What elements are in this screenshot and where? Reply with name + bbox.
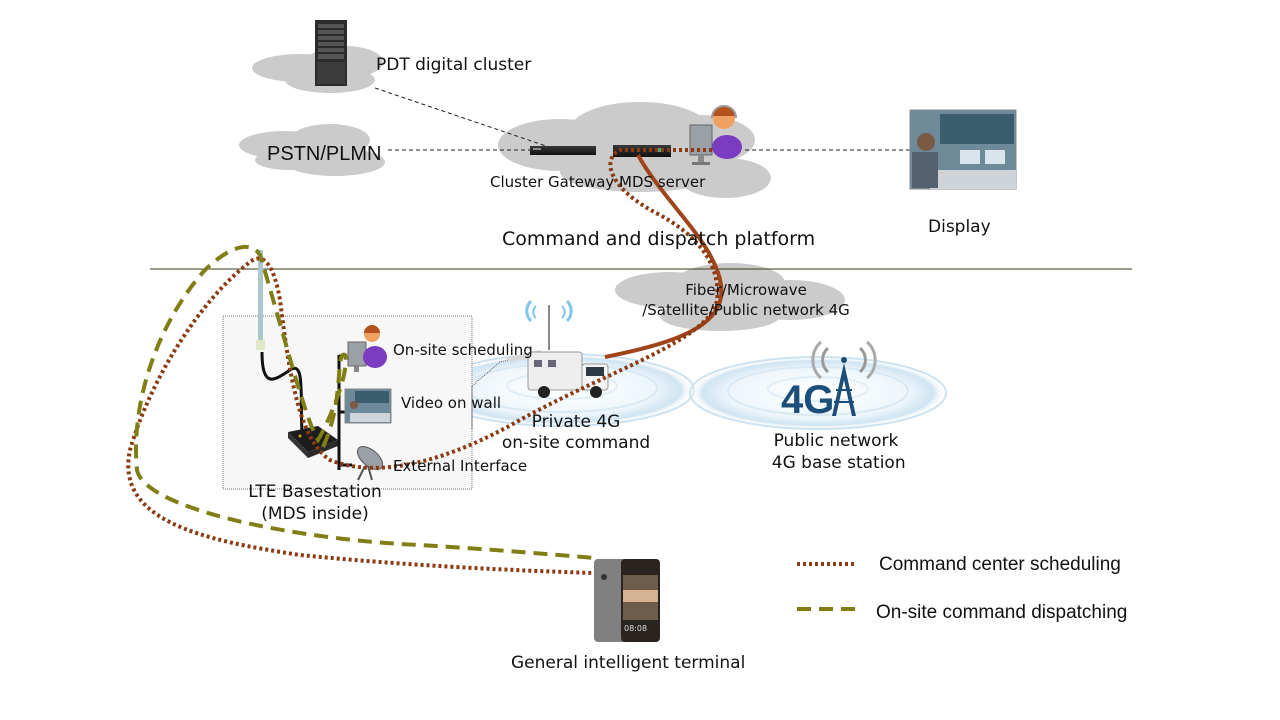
command-center-path (126, 148, 720, 575)
connector-lines (374, 87, 912, 151)
onsite-scheduling-label: On-site scheduling (393, 341, 533, 359)
command-vehicle-icon (505, 299, 609, 398)
onsite-operator-icon (347, 325, 387, 372)
video-wall-label: Video on wall (401, 394, 502, 412)
lte-mds-inside-label: (MDS inside) (261, 504, 369, 524)
public-4g-coverage (689, 356, 947, 430)
public-4g-badge: 4G (781, 378, 834, 422)
video-wall-photo (344, 388, 392, 424)
cloud-transport (615, 263, 845, 331)
phone-clock: 08:08 (624, 624, 647, 633)
platform-title: Command and dispatch platform (502, 228, 816, 250)
gateway-mds-label: Cluster Gateway MDS server (490, 173, 706, 191)
legend-label-command-center: Command center scheduling (879, 554, 1121, 575)
display-label: Display (928, 217, 991, 237)
cloud-pstn (239, 124, 385, 176)
pstn-plmn-label: PSTN/PLMN (267, 143, 382, 165)
callout-line (471, 354, 531, 430)
smartphone-icon: 08:08 (594, 559, 660, 642)
terminal-label: General intelligent terminal (511, 653, 746, 673)
private-4g-label-1: Private 4G (531, 412, 621, 432)
backhaul-link (604, 154, 724, 359)
dispatcher-operator-icon (689, 105, 742, 165)
legend-label-onsite: On-site command dispatching (876, 602, 1128, 623)
external-interface-label: External Interface (393, 457, 528, 475)
public-4g-label-2: 4G base station (766, 453, 906, 473)
lte-basestation-icon (288, 426, 338, 458)
cluster-gateway-icon (530, 146, 596, 155)
public-4g-tower-icon: 4G (781, 340, 877, 422)
transport-label-2: /Satellite/Public network 4G (642, 301, 850, 319)
server-rack-icon (315, 20, 347, 86)
onsite-dispatch-path (134, 244, 595, 560)
lte-basestation-label: LTE Basestation (248, 482, 382, 502)
public-4g-label-1: Public network (773, 431, 899, 451)
private-4g-label-2: on-site command (501, 433, 651, 453)
pdt-cluster-label: PDT digital cluster (376, 55, 532, 75)
transport-label-1: Fiber/Microwave (685, 281, 807, 299)
display-photo (909, 109, 1017, 190)
antenna-icon (256, 250, 265, 350)
